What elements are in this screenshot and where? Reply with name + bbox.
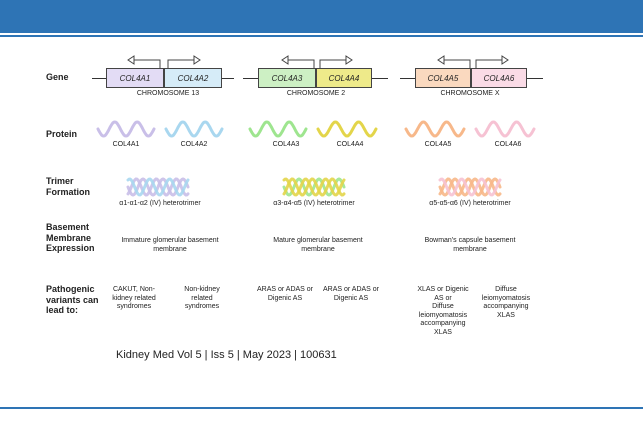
- arrow-left-icon: [281, 55, 315, 68]
- gene-box-col4a3: COL4A3: [258, 68, 316, 88]
- protein-label-col4a1: COL4A1: [112, 141, 140, 148]
- gene-box-col4a2: COL4A2: [164, 68, 222, 88]
- protein-label-col4a4: COL4A4: [336, 141, 364, 148]
- basement-membrane-text: Immature glomerular basement membrane: [121, 237, 219, 253]
- gene-box-col4a1: COL4A1: [106, 68, 164, 88]
- arrow-left-icon: [437, 55, 471, 68]
- variant-text: Diffuse leiomyomatosis accompanying XLAS: [481, 286, 531, 319]
- header-bar: [0, 0, 643, 33]
- trimer-label: α3-α4-α5 (IV) heterotrimer: [273, 200, 355, 207]
- protein-strand-col4a1: [96, 120, 156, 138]
- basement-membrane-text: Bowman's capsule basement membrane: [424, 237, 516, 253]
- variant-text: Non-kidney related syndromes: [184, 286, 220, 310]
- footer-divider: [0, 407, 643, 409]
- arrow-right-icon: [167, 55, 201, 68]
- row-label-basement: Basement Membrane Expression: [46, 222, 95, 253]
- citation-text: Kidney Med Vol 5 | Iss 5 | May 2023 | 10…: [116, 349, 337, 361]
- protein-strand-col4a5: [404, 120, 466, 138]
- protein-strand-col4a2: [164, 120, 224, 138]
- protein-label-col4a3: COL4A3: [272, 141, 300, 148]
- protein-strand-col4a4: [316, 120, 378, 138]
- gene-box-col4a6: COL4A6: [471, 68, 527, 88]
- protein-strand-col4a6: [474, 120, 536, 138]
- variant-text: ARAS or ADAS or Digenic AS: [256, 286, 314, 302]
- protein-label-col4a2: COL4A2: [180, 141, 208, 148]
- trimer-label: α1-α1-α2 (IV) heterotrimer: [119, 200, 201, 207]
- gene-box-col4a5: COL4A5: [415, 68, 471, 88]
- row-label-trimer: Trimer Formation: [46, 176, 90, 197]
- arrow-left-icon: [127, 55, 161, 68]
- gene-box-col4a4: COL4A4: [316, 68, 372, 88]
- variant-text: ARAS or ADAS or Digenic AS: [322, 286, 380, 302]
- trimer-helix: [126, 177, 190, 197]
- chromosome-label: CHROMOSOME X: [440, 90, 500, 97]
- variant-text: XLAS or Digenic AS or Diffuse leiomyomat…: [417, 286, 469, 336]
- protein-strand-col4a3: [248, 120, 308, 138]
- header-divider: [0, 35, 643, 37]
- row-label-gene: Gene: [46, 72, 69, 82]
- arrow-right-icon: [319, 55, 353, 68]
- protein-label-col4a5: COL4A5: [424, 141, 452, 148]
- protein-label-col4a6: COL4A6: [494, 141, 522, 148]
- arrow-right-icon: [475, 55, 509, 68]
- variant-text: CAKUT, Non- kidney related syndromes: [112, 286, 156, 310]
- row-label-protein: Protein: [46, 129, 78, 139]
- trimer-helix: [438, 177, 502, 197]
- chromosome-label: CHROMOSOME 2: [286, 90, 346, 97]
- trimer-label: α5-α5-α6 (IV) heterotrimer: [429, 200, 511, 207]
- trimer-helix: [282, 177, 346, 197]
- row-label-pathogenic: Pathogenic variants can lead to:: [46, 284, 99, 315]
- chromosome-label: CHROMOSOME 13: [136, 90, 200, 97]
- basement-membrane-text: Mature glomerular basement membrane: [273, 237, 363, 253]
